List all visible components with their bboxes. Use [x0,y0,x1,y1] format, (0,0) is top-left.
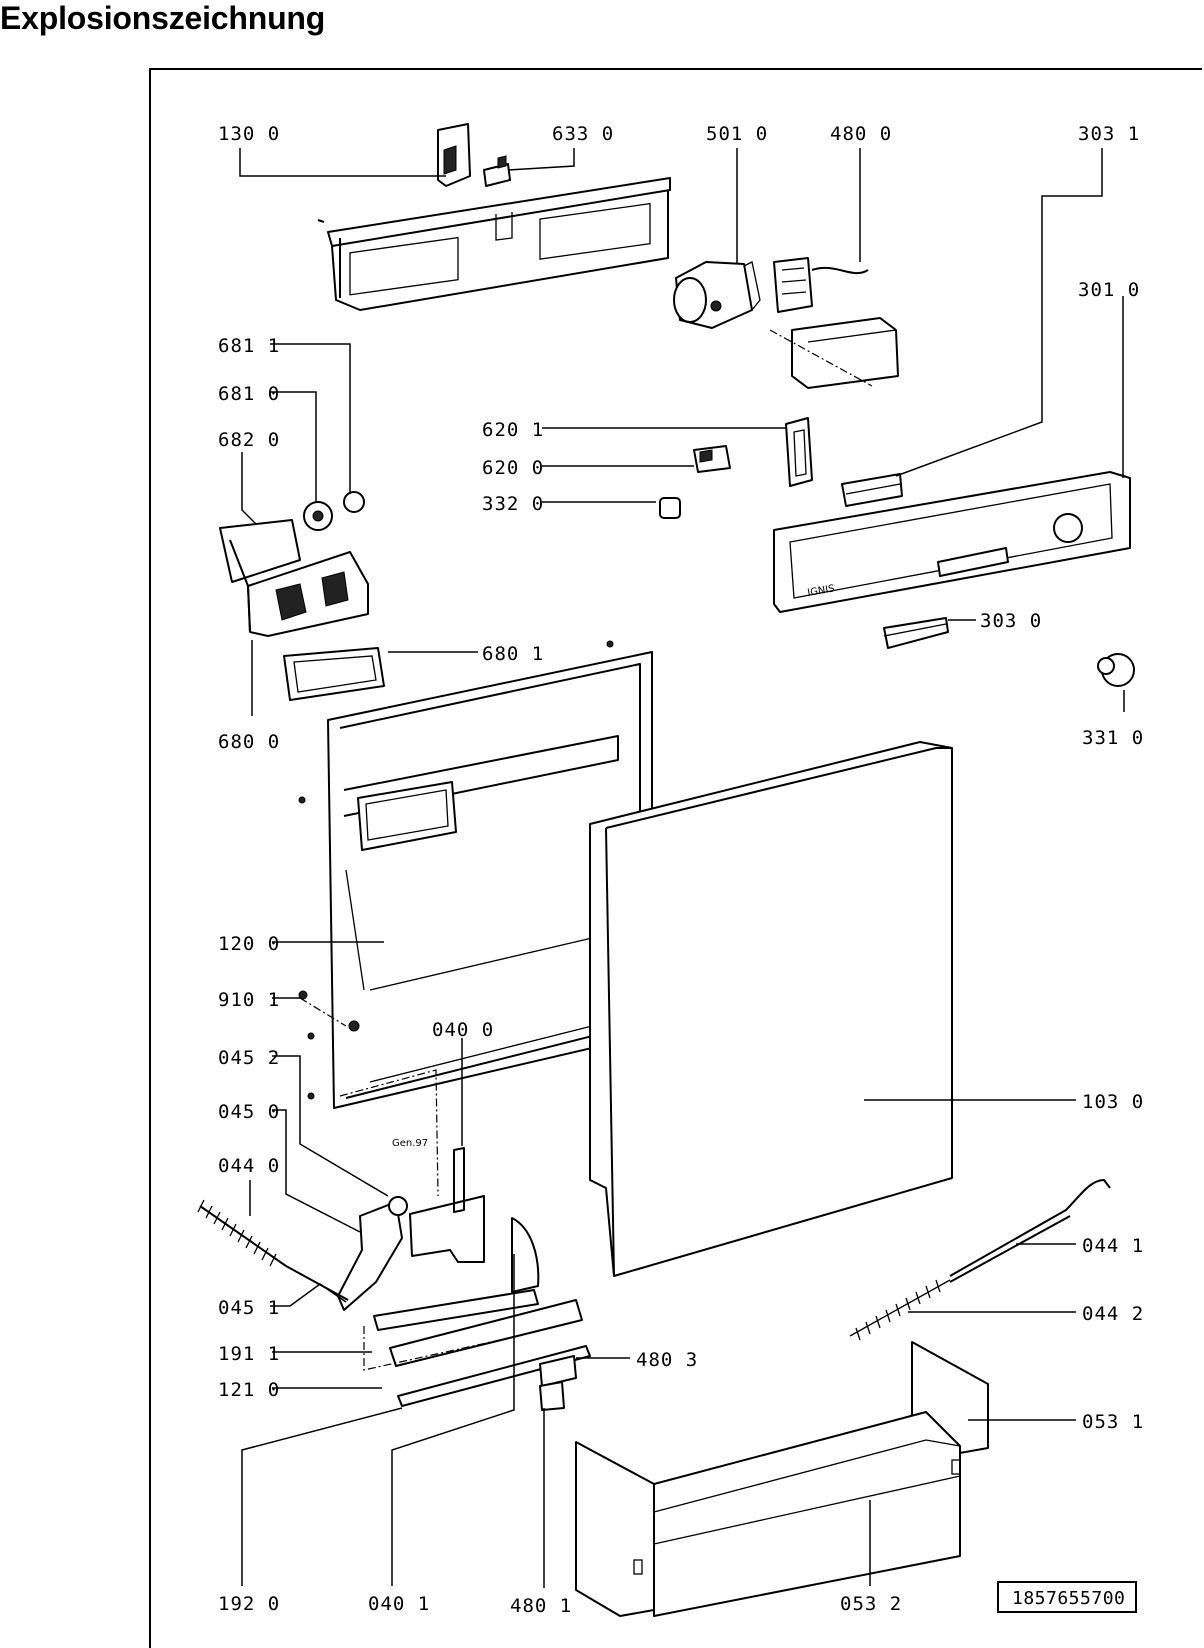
callout-044-0: 044 0 [218,1155,280,1177]
callout-682-0: 682 0 [218,429,280,451]
callout-044-2: 044 2 [1082,1303,1144,1325]
part-301-icon: IGNIS [773,471,1131,613]
part-682-dispenser-icon [219,519,369,637]
page-title: Explosionszeichnung [0,0,326,36]
callout-045-1: 045 1 [218,1297,280,1319]
part-332-icon [659,497,681,519]
callout-331-0: 331 0 [1082,727,1144,749]
callout-103-0: 103 0 [1082,1091,1144,1113]
callout-045-0: 045 0 [218,1101,280,1123]
control-panel-frame [317,177,671,311]
part-053-kickplate-icon [575,1341,989,1617]
electronics-housing [769,317,899,389]
callout-680-0: 680 0 [218,731,280,753]
part-045-hinge-arm-icon [337,1196,408,1311]
callout-045-2: 045 2 [218,1047,280,1069]
callout-480-3: 480 3 [636,1349,698,1371]
callout-633-0: 633 0 [552,123,614,145]
callout-303-1: 303 1 [1078,123,1140,145]
part-633-icon [483,155,511,187]
part-620-0-icon [693,445,731,473]
callout-130-0: 130 0 [218,123,280,145]
callout-121-0: 121 0 [218,1379,280,1401]
part-620-1-icon [785,417,813,487]
part-480-clip-icon [539,1355,577,1411]
callout-120-0: 120 0 [218,933,280,955]
callout-labels: 130 0 633 0 501 0 480 0 303 1 301 0 681 … [218,123,1144,1617]
part-103-door-panel-icon [589,741,953,1277]
callout-303-0: 303 0 [980,610,1042,632]
callout-191-1: 191 1 [218,1343,280,1365]
callout-680-1: 680 1 [482,643,544,665]
part-044-rod-spring-icon [849,1179,1111,1341]
callout-681-0: 681 0 [218,383,280,405]
callout-053-2: 053 2 [840,1593,902,1615]
part-501-icon [673,261,761,329]
callout-192-0: 192 0 [218,1593,280,1615]
part-130-icon [437,123,471,187]
part-303-0-icon [883,617,949,649]
screws [298,640,614,1100]
callout-301-0: 301 0 [1078,279,1140,301]
part-681-0-icon [303,501,333,531]
part-191-121-rails-icon [363,1289,591,1407]
callout-681-1: 681 1 [218,335,280,357]
leader-lines [239,148,1125,1588]
drawing-frame [149,68,1202,1648]
callout-910-1: 910 1 [218,989,280,1011]
document-number: 1857655700 [1012,1588,1125,1609]
callout-040-0: 040 0 [432,1019,494,1041]
callout-332-0: 332 0 [482,493,544,515]
callout-040-1: 040 1 [368,1593,430,1615]
part-681-1-icon [343,491,365,513]
part-044-0-spring-icon [197,1199,349,1301]
part-303-1-icon [841,473,903,507]
callout-053-1: 053 1 [1082,1411,1144,1433]
document-number-box: 1857655700 [997,1581,1137,1613]
part-480-0-icon [773,257,869,313]
part-680-1-icon [283,647,385,701]
callout-480-1: 480 1 [510,1595,572,1617]
part-040-hinge-icon [409,1147,540,1293]
part-331-icon [1097,653,1135,687]
panel-brand-label: IGNIS [807,583,836,599]
date-mark: Gen.97 [392,1138,428,1149]
callout-480-0: 480 0 [830,123,892,145]
callout-620-0: 620 0 [482,457,544,479]
callout-044-1: 044 1 [1082,1235,1144,1257]
callout-620-1: 620 1 [482,419,544,441]
callout-501-0: 501 0 [706,123,768,145]
